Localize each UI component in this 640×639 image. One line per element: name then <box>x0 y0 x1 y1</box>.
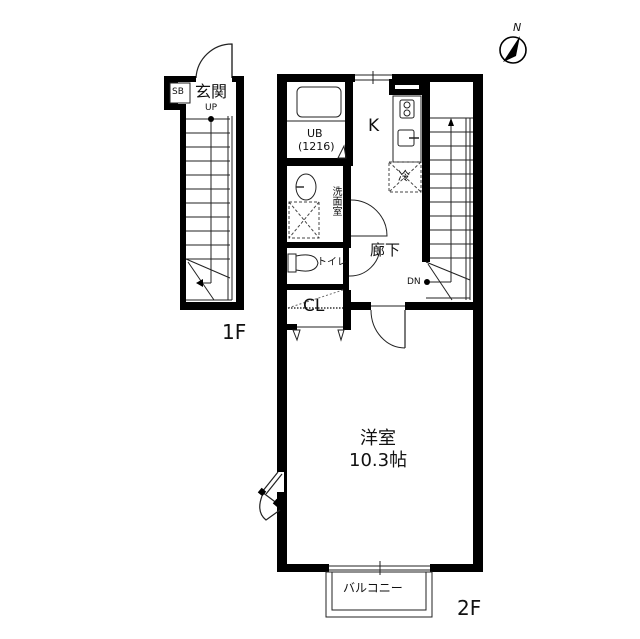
unit-bath-label: UB <box>307 127 323 140</box>
north-arrow-icon <box>499 36 527 64</box>
kitchen-label: K <box>368 116 380 136</box>
floor-1-plan <box>164 43 244 310</box>
floor-1-label: 1F <box>222 320 247 344</box>
floor-2-label: 2F <box>457 596 482 620</box>
closet-label: CL <box>303 296 325 316</box>
unit-bath-size-label: (1216) <box>298 140 335 153</box>
hallway-label: 廊下 <box>370 241 401 259</box>
washroom-label: 洗面室 <box>330 186 341 216</box>
floor-2-plan <box>257 71 483 618</box>
stairs-up-label: UP <box>205 103 218 113</box>
compass-north-label: N <box>513 21 522 34</box>
western-room-label: 洋室 <box>360 428 396 449</box>
stairs-down-label: DN <box>407 277 421 287</box>
toilet-label: トイレ <box>317 257 347 268</box>
western-room-size-label: 10.3帖 <box>349 450 408 471</box>
balcony-label: バルコニー <box>343 581 403 595</box>
entrance-label: 玄関 <box>195 82 228 101</box>
shoe-box-label: SB <box>172 87 184 97</box>
refrigerator-label: 冷 <box>398 169 411 183</box>
